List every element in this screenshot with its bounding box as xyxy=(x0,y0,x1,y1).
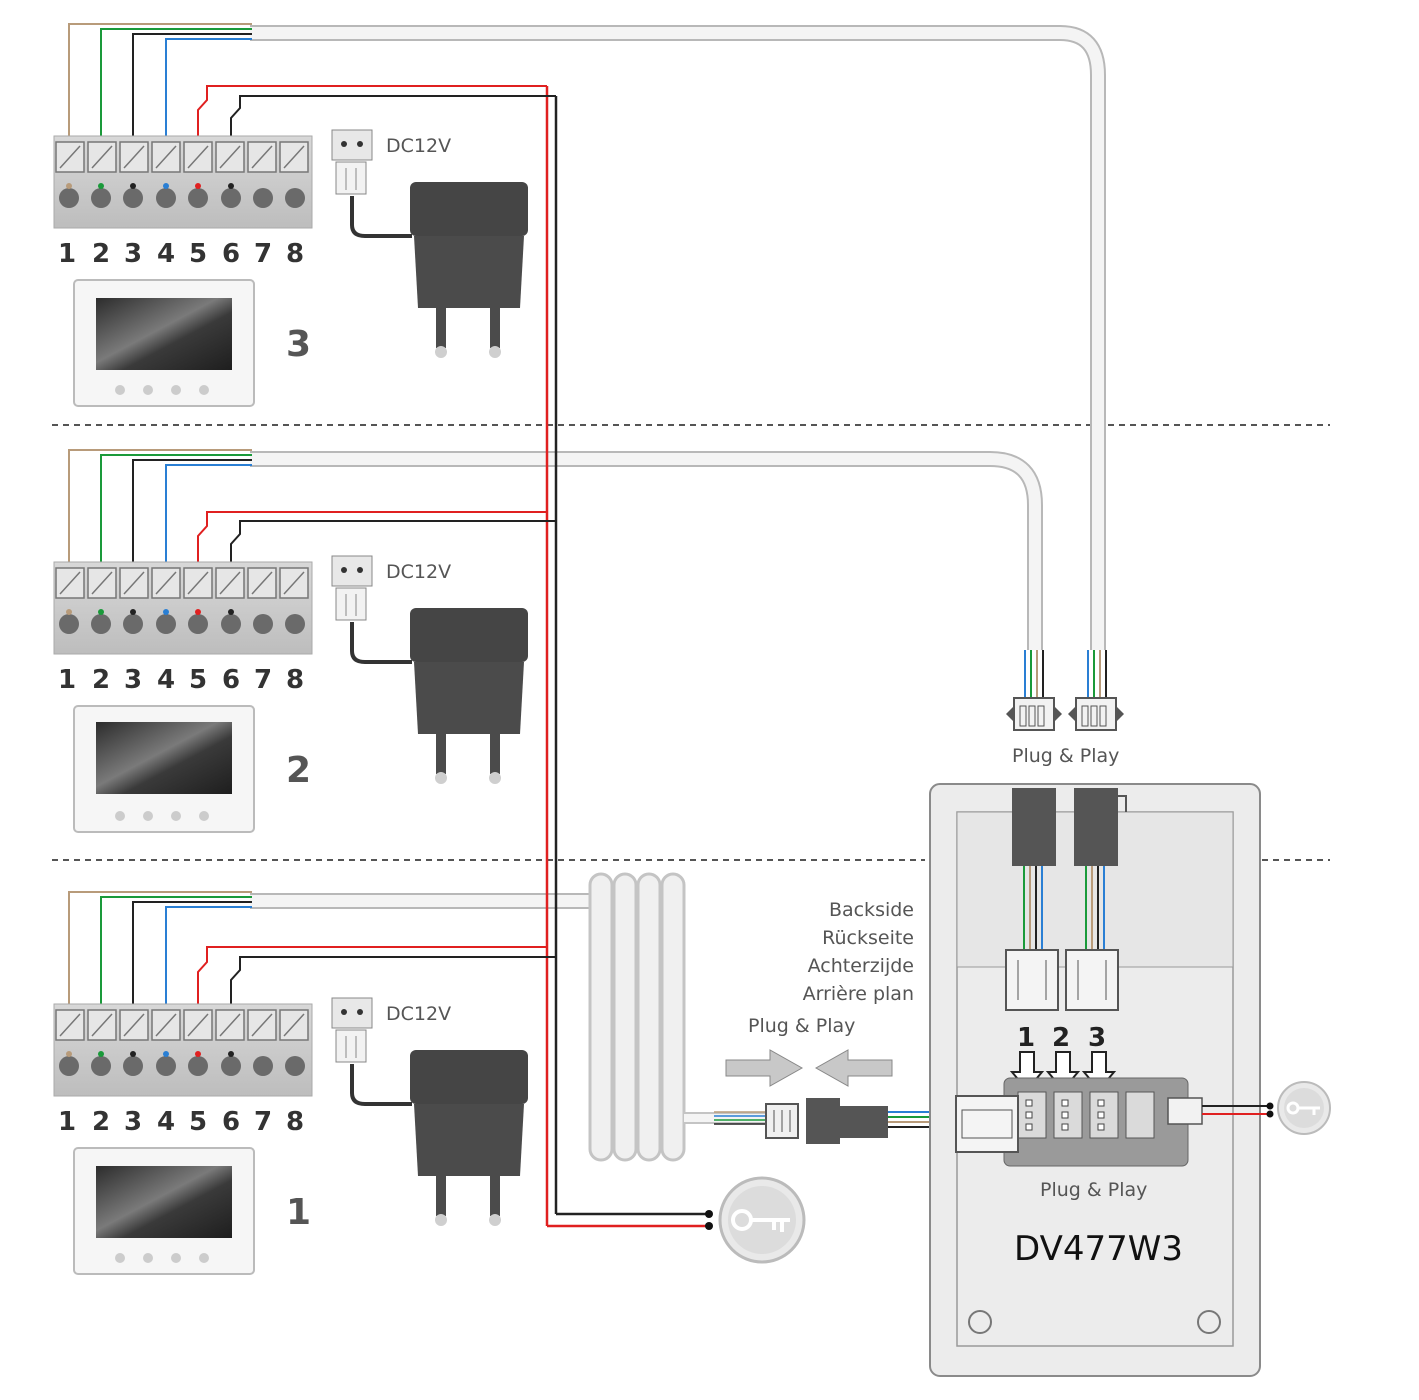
backside-label: Arrière plan xyxy=(803,983,914,1005)
panel-port-number: 3 xyxy=(1088,1023,1106,1053)
plug-connector-2 xyxy=(1006,650,1062,731)
arrow-right-icon xyxy=(725,1049,804,1087)
monitor-unit-2: 1 2 3 4 5 6 7 8 2 DC12V xyxy=(53,449,556,833)
cable-coil xyxy=(588,872,686,1162)
key-button-icon xyxy=(718,1176,806,1264)
terminal-number: 8 xyxy=(286,239,304,269)
terminal-number: 5 xyxy=(189,239,207,269)
cable-unit-2 xyxy=(250,451,1043,650)
terminal-number: 3 xyxy=(124,1107,142,1137)
power-label: DC12V xyxy=(386,561,451,583)
model-name: DV477W3 xyxy=(1014,1229,1183,1269)
terminal-number: 6 xyxy=(222,1107,240,1137)
unit-number: 2 xyxy=(286,750,311,791)
terminal-number: 4 xyxy=(157,239,175,269)
unit-number: 1 xyxy=(286,1192,311,1233)
power-adapter-icon xyxy=(410,182,528,358)
terminal-number: 2 xyxy=(92,239,110,269)
backside-label: Achterzijde xyxy=(808,955,914,977)
terminal-number: 4 xyxy=(157,665,175,695)
panel-port-number: 2 xyxy=(1052,1023,1070,1053)
terminal-number: 6 xyxy=(222,239,240,269)
cable-unit-3 xyxy=(250,25,1106,650)
connector-icon xyxy=(765,1098,888,1144)
monitor-icon xyxy=(73,1147,255,1275)
terminal-number: 1 xyxy=(58,1107,76,1137)
unit-number: 3 xyxy=(286,324,311,365)
power-label: DC12V xyxy=(386,135,451,157)
plug-connector-3 xyxy=(1068,650,1124,731)
terminal-number: 7 xyxy=(254,1107,272,1137)
panel-port-number: 1 xyxy=(1017,1023,1035,1053)
monitor-icon xyxy=(73,705,255,833)
terminal-number: 3 xyxy=(124,239,142,269)
terminal-number: 3 xyxy=(124,665,142,695)
terminal-number: 1 xyxy=(58,665,76,695)
monitor-icon xyxy=(73,279,255,407)
terminal-number: 6 xyxy=(222,665,240,695)
monitor-unit-3: 1 2 3 4 5 6 7 8 3 DC12V xyxy=(53,23,556,407)
terminal-number: 8 xyxy=(286,665,304,695)
terminal-number: 2 xyxy=(92,665,110,695)
terminal-number: 2 xyxy=(92,1107,110,1137)
power-adapter-icon xyxy=(410,1050,528,1226)
plug-play-label-top: Plug & Play xyxy=(1012,745,1119,767)
backside-label: Backside xyxy=(829,899,914,921)
terminal-number: 1 xyxy=(58,239,76,269)
backside-label: Rückseite xyxy=(822,927,914,949)
plug-play-label-left: Plug & Play xyxy=(748,1015,855,1037)
terminal-number: 8 xyxy=(286,1107,304,1137)
monitor-unit-1: 1 2 3 4 5 6 7 8 1 DC12V xyxy=(53,891,556,1275)
key-button-icon xyxy=(1277,1081,1331,1135)
terminal-number: 5 xyxy=(189,1107,207,1137)
connector-icon xyxy=(331,555,373,621)
plug-play-label-panel: Plug & Play xyxy=(1040,1179,1147,1201)
arrow-left-icon xyxy=(814,1049,893,1087)
power-label: DC12V xyxy=(386,1003,451,1025)
door-station-panel: 1 2 3 Pl xyxy=(929,783,1274,1377)
connector-icon xyxy=(331,129,373,195)
terminal-number: 5 xyxy=(189,665,207,695)
connector-icon xyxy=(331,997,373,1063)
terminal-number: 7 xyxy=(254,239,272,269)
power-adapter-icon xyxy=(410,608,528,784)
terminal-number: 7 xyxy=(254,665,272,695)
terminal-number: 4 xyxy=(157,1107,175,1137)
